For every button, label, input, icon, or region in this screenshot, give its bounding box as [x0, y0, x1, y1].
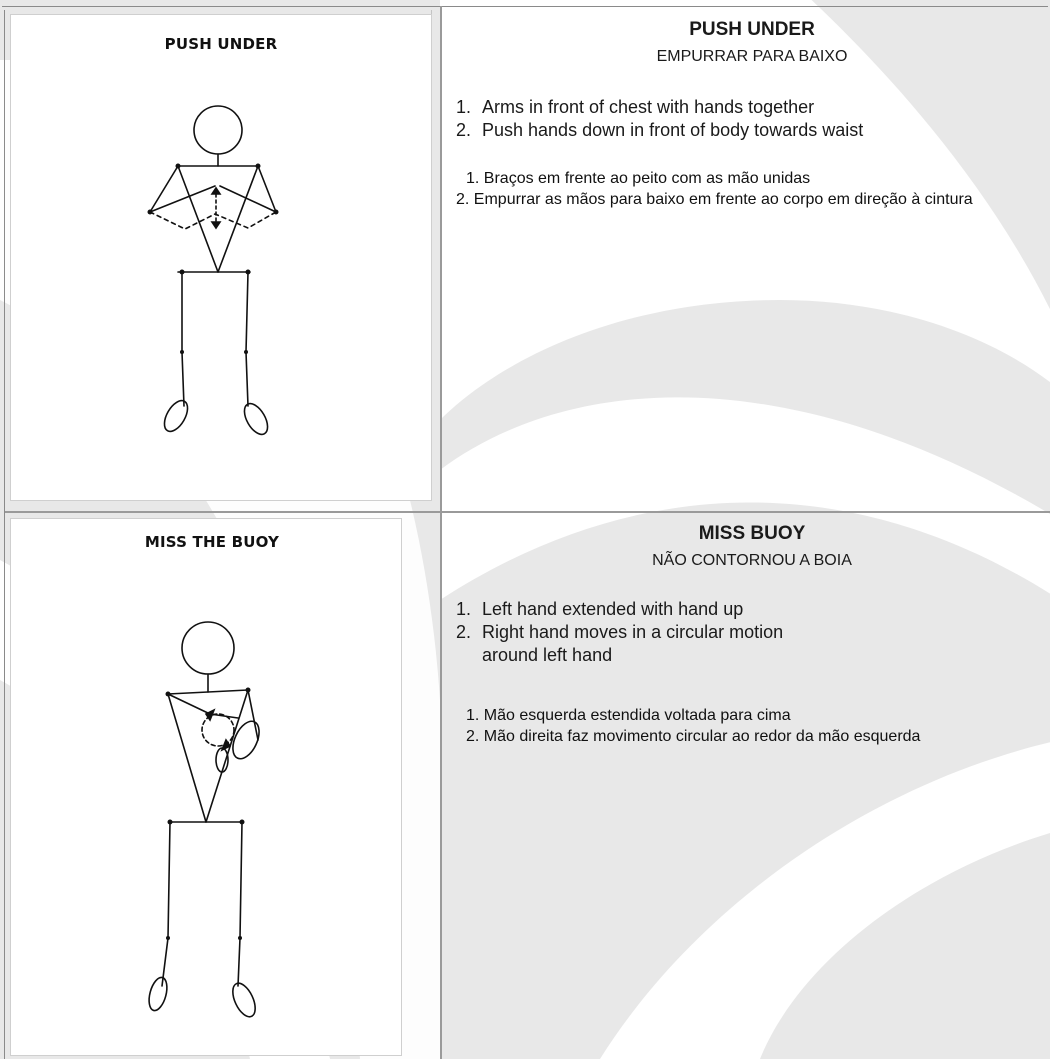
step-number: 1. — [456, 598, 471, 621]
signal-title: MISS BUOY — [456, 522, 1048, 546]
step-number: 1. — [456, 96, 471, 119]
step-pt-item: 1. Braços em frente ao peito com as mão … — [456, 168, 1048, 189]
steps-portuguese: 1. Braços em frente ao peito com as mão … — [456, 168, 1048, 210]
step-en-item: 2. Push hands down in front of body towa… — [456, 119, 1048, 142]
step-en-item: 1. Left hand extended with hand up — [456, 598, 836, 621]
step-pt-item: 1. Mão esquerda estendida voltada para c… — [456, 705, 1048, 726]
push-under-stick-figure-icon — [10, 14, 430, 499]
step-text: Push hands down in front of body towards… — [482, 120, 863, 140]
steps-portuguese: 1. Mão esquerda estendida voltada para c… — [456, 705, 1048, 747]
signal-subtitle: EMPURRAR PARA BAIXO — [456, 46, 1048, 68]
column-divider-outer — [440, 6, 442, 1059]
step-text: Left hand extended with hand up — [482, 599, 743, 619]
steps-english: 1. Arms in front of chest with hands tog… — [456, 96, 1048, 142]
signal-subtitle: NÃO CONTORNOU A BOIA — [456, 550, 1048, 572]
step-text: Arms in front of chest with hands togeth… — [482, 97, 814, 117]
steps-english: 1. Left hand extended with hand up 2. Ri… — [456, 598, 836, 667]
description-push-under: PUSH UNDER EMPURRAR PARA BAIXO 1. Arms i… — [456, 18, 1048, 210]
step-number: 2. — [456, 621, 471, 644]
description-miss-buoy: MISS BUOY NÃO CONTORNOU A BOIA 1. Left h… — [456, 522, 1048, 747]
step-pt-item: 2. Empurrar as mãos para baixo em frente… — [446, 189, 1048, 210]
left-edge — [4, 10, 5, 1059]
signal-title: PUSH UNDER — [456, 18, 1048, 42]
miss-the-buoy-stick-figure-icon — [10, 518, 410, 1054]
row-divider — [4, 511, 1050, 513]
step-pt-item: 2. Mão direita faz movimento circular ao… — [456, 726, 1048, 747]
step-text: Right hand moves in a circular motion ar… — [482, 622, 783, 665]
step-en-item: 1. Arms in front of chest with hands tog… — [456, 96, 1048, 119]
step-number: 2. — [456, 119, 471, 142]
step-en-item: 2. Right hand moves in a circular motion… — [456, 621, 836, 667]
